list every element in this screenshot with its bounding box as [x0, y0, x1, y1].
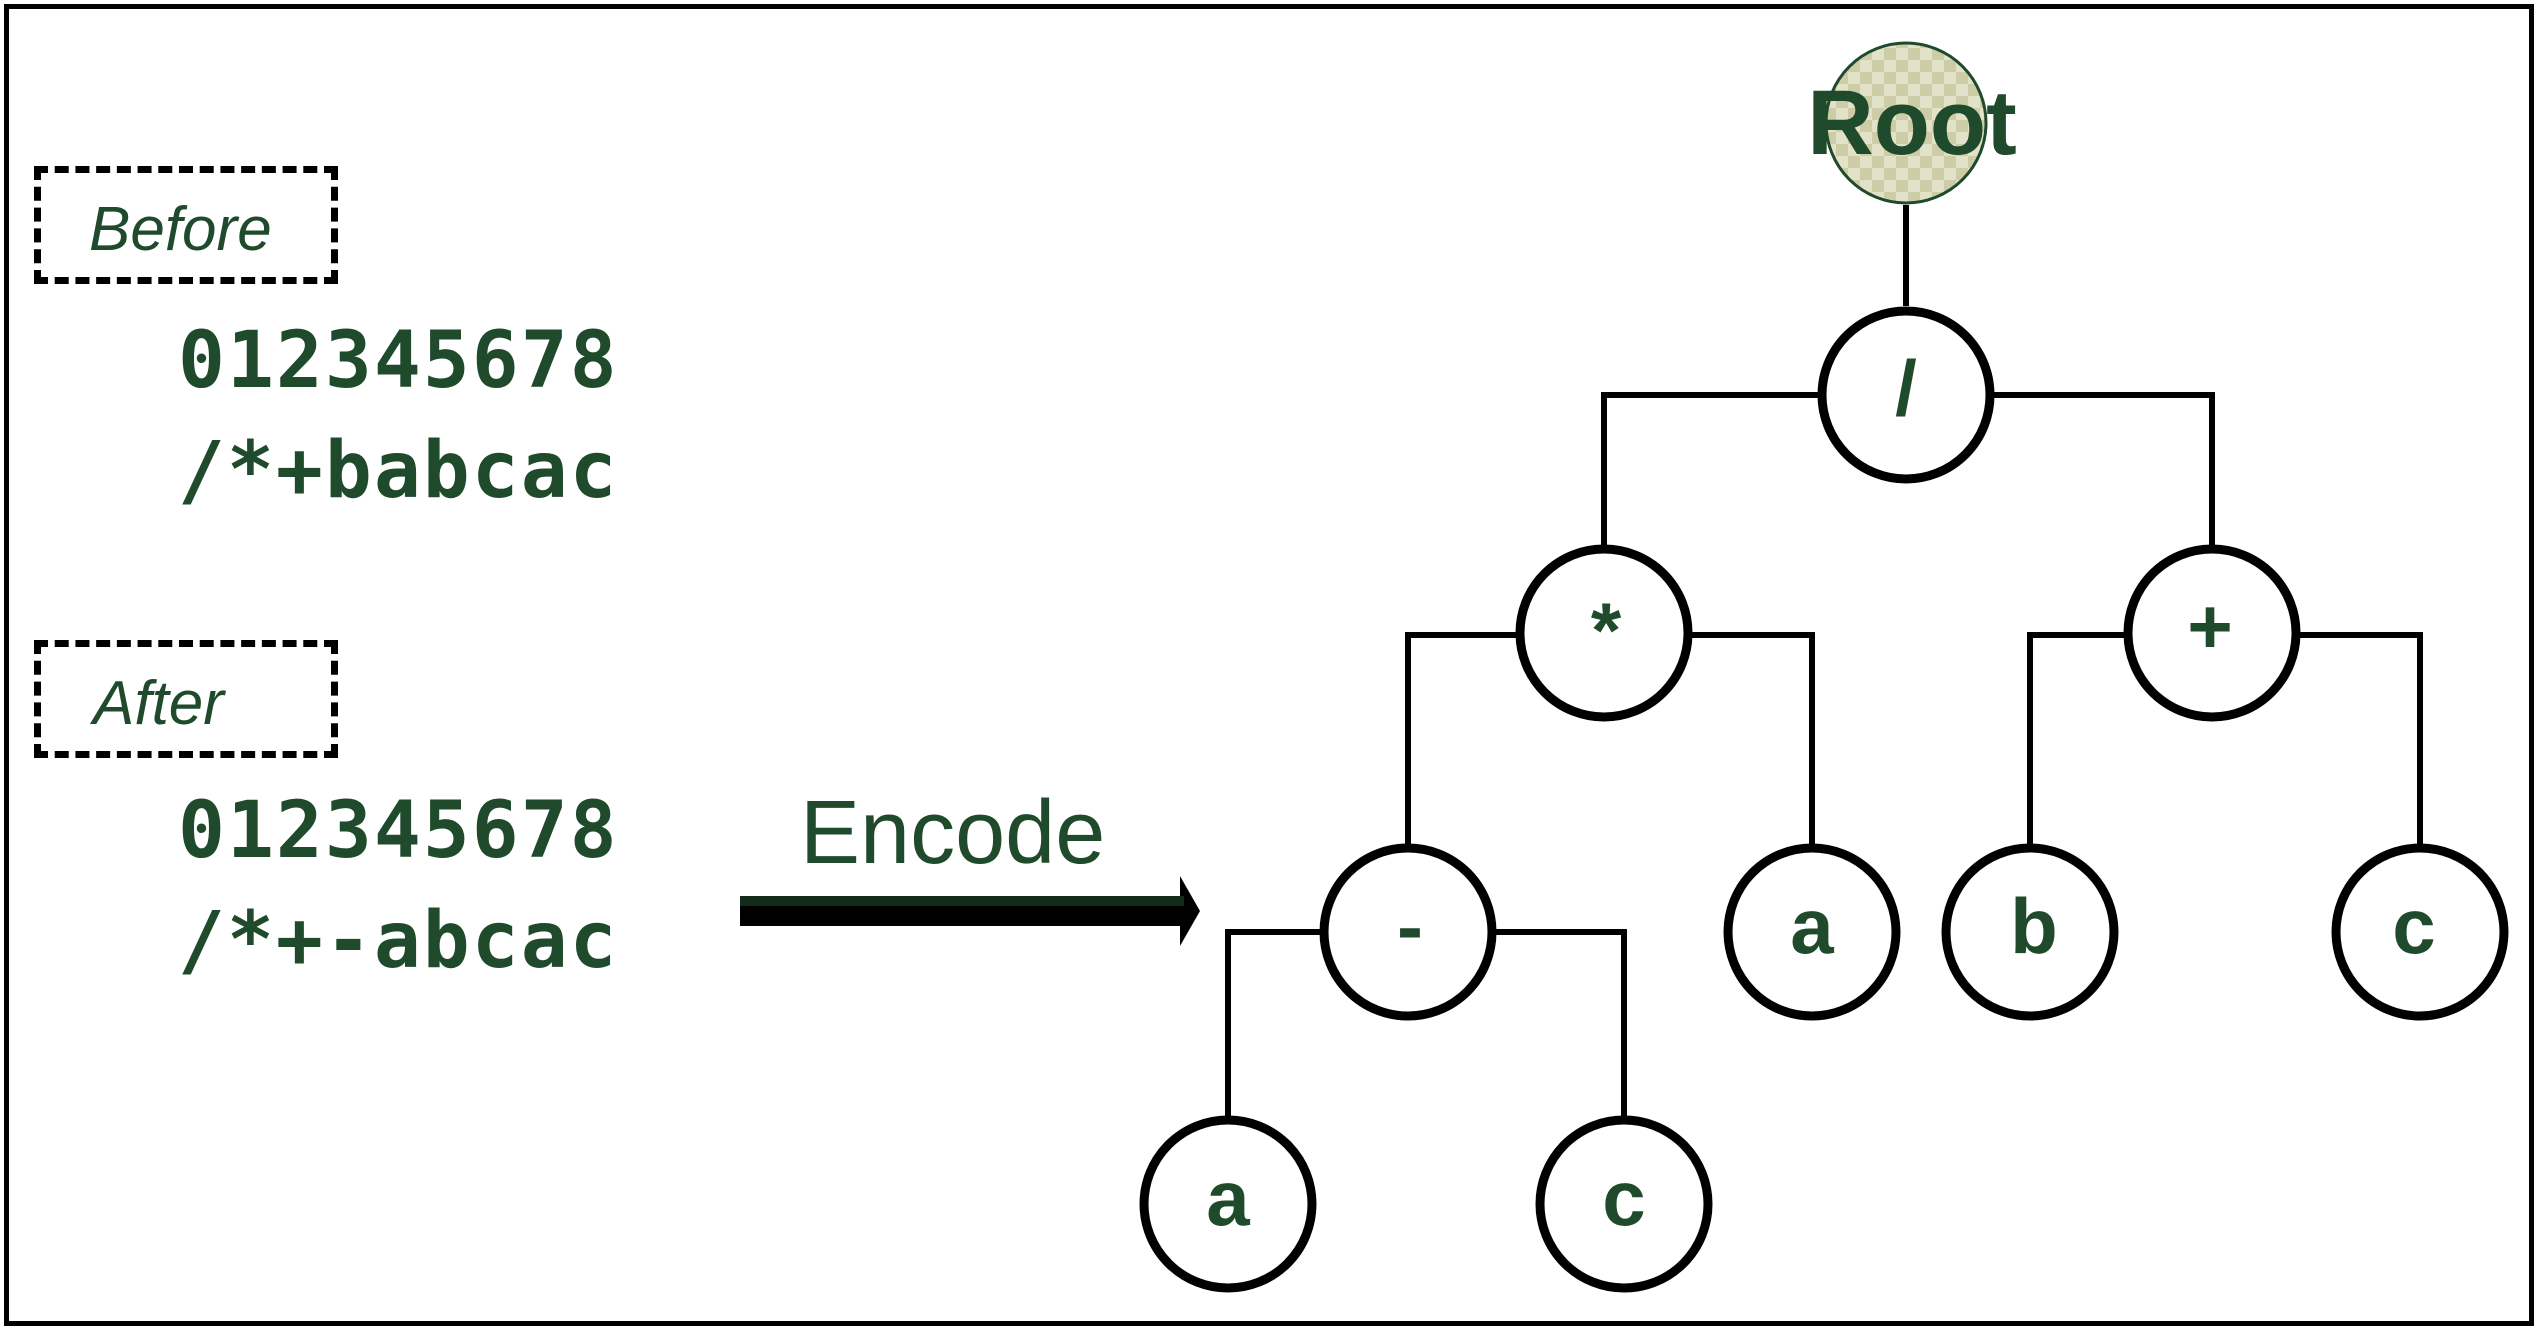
encode-label: Encode: [800, 783, 1106, 883]
root-label: Root: [1807, 72, 2016, 174]
edge-plus-c: [2296, 632, 2423, 846]
before-tag: Before: [34, 166, 338, 284]
edge-minus-a: [1225, 929, 1324, 1118]
before-indices: 012345678: [178, 316, 619, 406]
edge-mul-a: [1688, 632, 1815, 846]
node-plus: [2123, 544, 2301, 722]
node-c-mid-label: c: [2392, 882, 2435, 970]
after-sequence: /*+-abcac: [178, 896, 619, 986]
node-mul: [1515, 544, 1693, 722]
node-b-mid-label: b: [2010, 882, 2058, 970]
before-sequence: /*+babcac: [178, 426, 619, 516]
edge-minus-c: [1492, 929, 1627, 1118]
diagram-frame: [4, 4, 2534, 1326]
node-div-label: /: [1895, 344, 1917, 432]
node-a-mid: [1723, 843, 1901, 1021]
encode-arrow: [740, 876, 1200, 946]
node-a-mid-label: a: [1790, 882, 1834, 970]
tree-edges: [1225, 205, 2423, 1118]
after-label: After: [93, 669, 224, 738]
node-b-mid: [1941, 843, 2119, 1021]
after-tag: After: [34, 640, 338, 758]
node-div: [1817, 306, 1995, 484]
node-a-low-label: a: [1206, 1154, 1250, 1242]
node-c-mid: [2331, 843, 2509, 1021]
root-node: Root: [1807, 41, 2017, 205]
edge-mul-minus: [1405, 632, 1520, 846]
node-minus: [1319, 843, 1497, 1021]
edge-div-plus: [1990, 392, 2215, 545]
after-indices: 012345678: [178, 786, 619, 876]
node-mul-label: *: [1591, 586, 1622, 674]
node-plus-label: +: [2187, 582, 2233, 670]
before-label: Before: [89, 195, 272, 264]
node-minus-label: -: [1397, 882, 1423, 970]
node-c-low: [1535, 1115, 1713, 1293]
edge-plus-b: [2027, 632, 2128, 846]
node-c-low-label: c: [1602, 1154, 1645, 1242]
node-a-low: [1139, 1115, 1317, 1293]
edge-div-mul: [1601, 392, 1822, 545]
